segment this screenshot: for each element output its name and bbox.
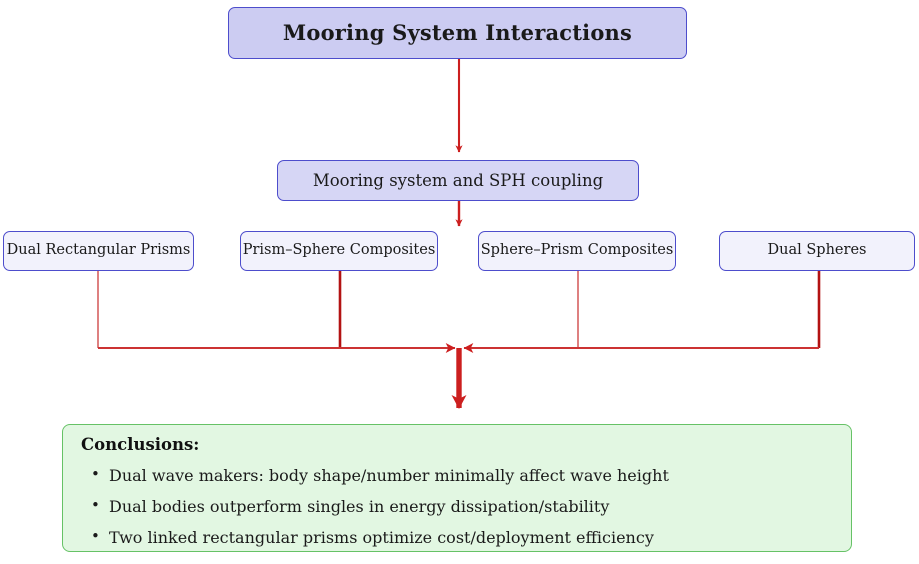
node-dual-rectangular-prisms[interactable]: Dual Rectangular Prisms: [3, 231, 194, 271]
node-leaf-4-label: Dual Spheres: [767, 242, 867, 259]
conclusions-panel: Conclusions: • Dual wave makers: body sh…: [62, 424, 852, 552]
conclusion-item-text: Two linked rectangular prisms optimize c…: [109, 528, 654, 547]
node-mooring-sph-coupling[interactable]: Mooring system and SPH coupling: [277, 160, 639, 201]
bullet-icon: •: [91, 465, 100, 483]
node-dual-spheres[interactable]: Dual Spheres: [719, 231, 915, 271]
conclusions-heading: Conclusions:: [81, 435, 200, 454]
bullet-icon: •: [91, 496, 100, 514]
node-leaf-1-label: Dual Rectangular Prisms: [6, 242, 191, 259]
node-sphere-prism-composites[interactable]: Sphere–Prism Composites: [478, 231, 676, 271]
conclusion-item: • Dual bodies outperform singles in ener…: [79, 496, 835, 516]
node-leaf-3-label: Sphere–Prism Composites: [480, 242, 674, 259]
conclusion-item-text: Dual bodies outperform singles in energy…: [109, 497, 610, 516]
node-mid-label: Mooring system and SPH coupling: [312, 170, 604, 190]
node-mooring-system-interactions[interactable]: Mooring System Interactions: [228, 7, 687, 59]
conclusion-item-text: Dual wave makers: body shape/number mini…: [109, 466, 669, 485]
node-title-label: Mooring System Interactions: [282, 20, 633, 46]
conclusion-item: • Dual wave makers: body shape/number mi…: [79, 465, 835, 485]
bullet-icon: •: [91, 527, 100, 545]
node-prism-sphere-composites[interactable]: Prism–Sphere Composites: [240, 231, 438, 271]
conclusion-item: • Two linked rectangular prisms optimize…: [79, 527, 835, 547]
node-leaf-2-label: Prism–Sphere Composites: [242, 242, 436, 259]
conclusions-list: • Dual wave makers: body shape/number mi…: [79, 465, 835, 547]
